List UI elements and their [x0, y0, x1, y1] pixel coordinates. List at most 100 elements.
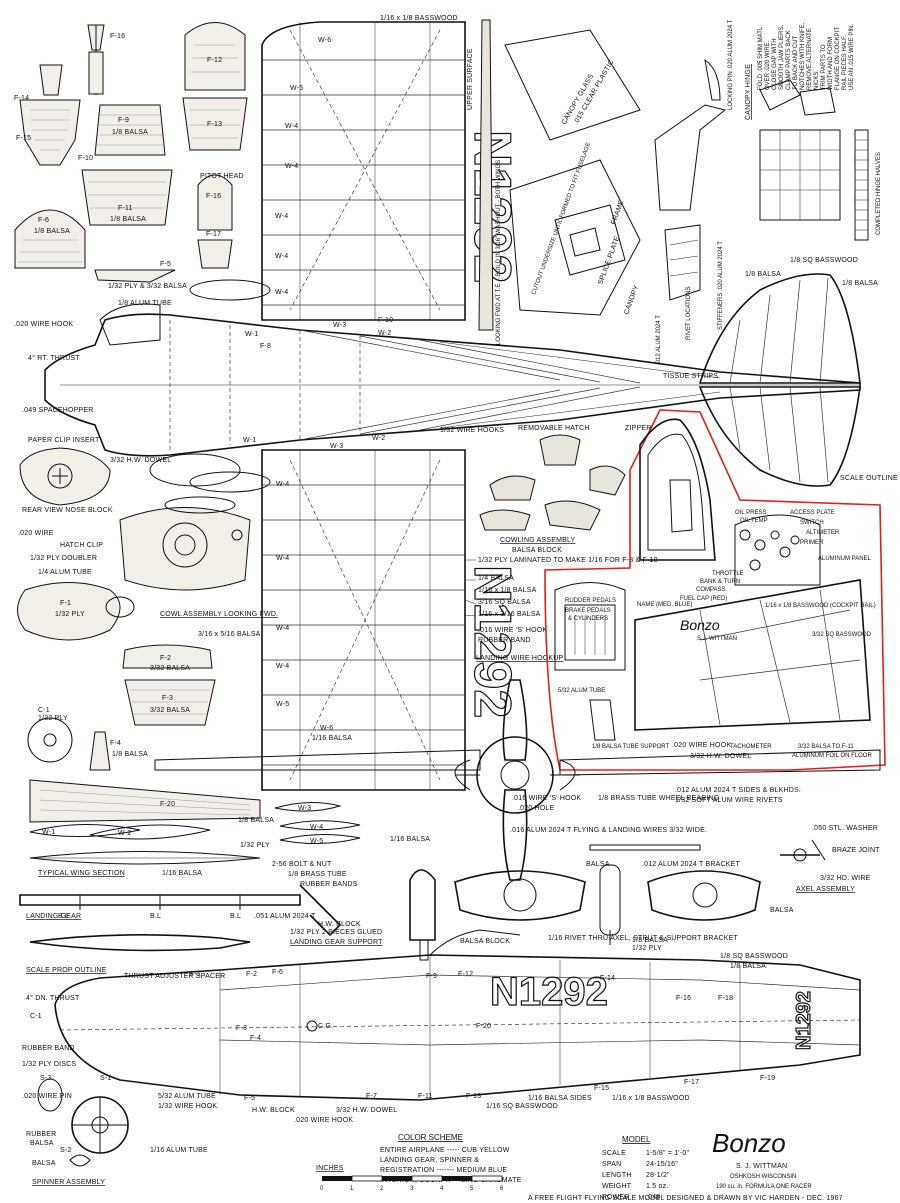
primer-label: PRIMER	[800, 540, 824, 546]
hinge-note: CLAMP PARTS BACK	[786, 30, 792, 90]
scale-tick: 5	[470, 1186, 474, 1192]
title-owner: S. J. WITTMAN	[736, 1163, 787, 1170]
cockpit-side-script: Bonzo	[680, 617, 720, 633]
former-f11: F-11 1/8 BALSA	[81, 169, 173, 226]
f4-material: 1/8 BALSA	[112, 751, 148, 758]
wire-hook-020-label: .020 WIRE HOOK	[672, 742, 731, 749]
spec-key: POWER	[602, 1194, 629, 1201]
label-f9-side: F-9	[426, 973, 437, 980]
compass-label: COMPASS	[696, 587, 726, 593]
stiffeners-label: STIFFENERS .020 ALUM 2024 T	[718, 241, 724, 330]
wire-020-label: .020 WIRE	[18, 530, 54, 537]
label-w5b: W-5	[276, 701, 289, 708]
label-s2: S-2	[60, 1147, 72, 1154]
tail-balsa-18b: 1/8 BALSA	[842, 280, 878, 287]
cowl-assembly: .020 WIRE HATCH CLIP 1/32 PLY DOUBLER 1/…	[18, 453, 278, 618]
bl-1: B.L	[58, 913, 69, 920]
switch-label: SWITCH	[800, 520, 824, 526]
label-f16: F-16	[110, 33, 125, 40]
rubber-band-side: RUBBER BAND	[22, 1045, 75, 1052]
scale-prop-outline: SCALE PROP OUTLINE	[26, 934, 251, 974]
hinge-note: TO BACK AND CUT	[793, 35, 799, 90]
hinge-note: SMOOTH JAW PLIERS.	[779, 25, 785, 90]
balsa-bottom-label: BALSA	[32, 1160, 56, 1167]
balsa-tube-support-label: 1/8 BALSA TUBE SUPPORT	[592, 744, 669, 750]
label-w2b: W-2	[372, 435, 385, 442]
brass-tube-label: 1/8 BRASS TUBE WHEEL BEARING	[598, 795, 720, 802]
label-f13: F-13	[207, 121, 222, 128]
label-f11: F-11	[118, 205, 133, 212]
hw-dowel-label: 3/32 H.W. DOWEL	[110, 457, 171, 464]
rivet-note-1: 1/16 RIVET THRU AXEL, STRUT & SUPPORT BR…	[548, 935, 739, 942]
title-script: Bonzo	[712, 1128, 786, 1158]
tail-balsa-18: 1/8 BALSA	[745, 271, 781, 278]
wire-hook-132-side: 1/32 WIRE HOOK	[158, 1103, 217, 1110]
washer-label: .050 STL. WASHER	[812, 825, 878, 832]
ply-132-wheel: 1/32 PLY	[632, 945, 662, 952]
scale-seg	[442, 1176, 472, 1181]
former-f13: F-13	[182, 97, 248, 151]
lower-wing-registration: N1292	[463, 565, 521, 718]
hd-wire-label: 3/32 HD. WIRE	[820, 875, 871, 882]
scale-prop-title: SCALE PROP OUTLINE	[26, 967, 107, 974]
balsa-s2-label: BALSA	[30, 1140, 54, 1147]
alum-tube-532-side: 5/32 ALUM TUBE	[158, 1093, 216, 1100]
label-f2-side: F-2	[246, 971, 257, 978]
canopy-alum-label: .012 ALUM 2024 T	[656, 315, 662, 365]
balsa-18-wheel: 1/8 BALSA	[632, 937, 668, 944]
label-f15: F-15	[16, 135, 31, 142]
label-w1b: W-1	[243, 437, 256, 444]
side-view-labels: BALSA BLOCK THRUST ADJUSTER SPACER 4° DN…	[22, 938, 788, 1186]
label-f17: F-17	[206, 231, 221, 238]
brass-tube-gear: 1/8 BRASS TUBE	[288, 871, 347, 878]
spec-value: 28-1/2"	[646, 1172, 670, 1179]
landing-gear-fairing	[409, 869, 436, 961]
section-balsa-116: 1/16 BALSA	[390, 836, 430, 843]
wire-hook-label: .020 WIRE HOOK	[14, 321, 73, 328]
scale-tick: 4	[440, 1186, 444, 1192]
scale-seg	[351, 1175, 383, 1182]
label-w3b: W-3	[330, 443, 343, 450]
propeller-front-view	[454, 679, 580, 881]
label-s3: S-3	[40, 1075, 52, 1082]
hinge-note: RAIL PIECES HALF.	[842, 35, 848, 90]
hinge-note: CLOSE GAP WITH	[772, 38, 778, 90]
alum-tube-116-side: 1/16 ALUM TUBE	[150, 1147, 208, 1154]
label-c1-side: C-1	[30, 1013, 42, 1020]
cockpit-highlight-outline	[544, 409, 886, 771]
model-spec-table: MODEL SCALE 1-5/8" = 1'-0" SPAN 24-15/16…	[602, 1135, 689, 1201]
hinge-note: TRIM PARTS TO	[821, 44, 827, 90]
landing-gear-alum: .051 ALUM 2024 T	[254, 913, 316, 920]
scale-tick: 3	[410, 1186, 414, 1192]
title-class: 190 cu. in. FORMULA ONE RACER	[716, 1184, 812, 1190]
cockpit-detail: ZIPPER OIL PRESS OIL TEMP ACCESS PLATE S…	[544, 409, 886, 771]
cowl-assembly-label: COWL ASSEMBLY LOOKING FWD.	[160, 611, 278, 618]
label-w4c: W-4	[275, 213, 288, 220]
frame-label: FRAME	[610, 199, 625, 225]
sq-basswood-116-side: 1/16 SQ BASSWOOD	[486, 1103, 558, 1110]
spec-key: SPAN	[602, 1161, 621, 1168]
hinge-note: OVER .020 WIRE.	[765, 40, 771, 90]
label-f5: F-5	[160, 261, 171, 268]
c1-material: 1/32 PLY	[38, 715, 68, 722]
f3-material: 3/32 BALSA	[150, 707, 190, 714]
rear-view-nose-block: PAPER CLIP INSERT 3/32 H.W. DOWEL REAR V…	[19, 437, 171, 514]
rivet-locations-label: RIVET LOCATIONS	[686, 287, 692, 340]
section-balsa-18: 1/8 BALSA	[238, 817, 274, 824]
color-line-3: REGISTRATION ------- MEDIUM BLUE	[380, 1167, 507, 1174]
balsa-3516-label: 3/16 x 5/16 BALSA	[198, 631, 261, 638]
name-color-label: NAME (MED. BLUE)	[637, 602, 692, 608]
label-f10: F-10	[78, 155, 93, 162]
label-w4h: W-4	[276, 625, 289, 632]
alum-tube-14-label: 1/4 ALUM TUBE	[38, 569, 92, 576]
dn-thrust-label: 4° DN. THRUST	[26, 994, 80, 1002]
fuel-cap-label: FUEL CAP (RED)	[680, 596, 727, 602]
alum-bracket-label: .012 ALUM 2024 T BRACKET	[642, 861, 740, 868]
former-f1: F-1 1/32 PLY	[17, 582, 135, 641]
label-f17-side: F-17	[684, 1079, 699, 1086]
spinner-assembly-title: SPINNER ASSEMBLY	[32, 1179, 105, 1186]
hw-dowel-side: 3/32 H.W. DOWEL	[336, 1107, 397, 1114]
rt-thrust-label: 4° RT. THRUST	[28, 354, 80, 362]
cowling-block-label: BALSA BLOCK	[512, 547, 562, 554]
locking-pin-label: LOCKING PIN .020 ALUM 2024 T	[728, 19, 734, 110]
